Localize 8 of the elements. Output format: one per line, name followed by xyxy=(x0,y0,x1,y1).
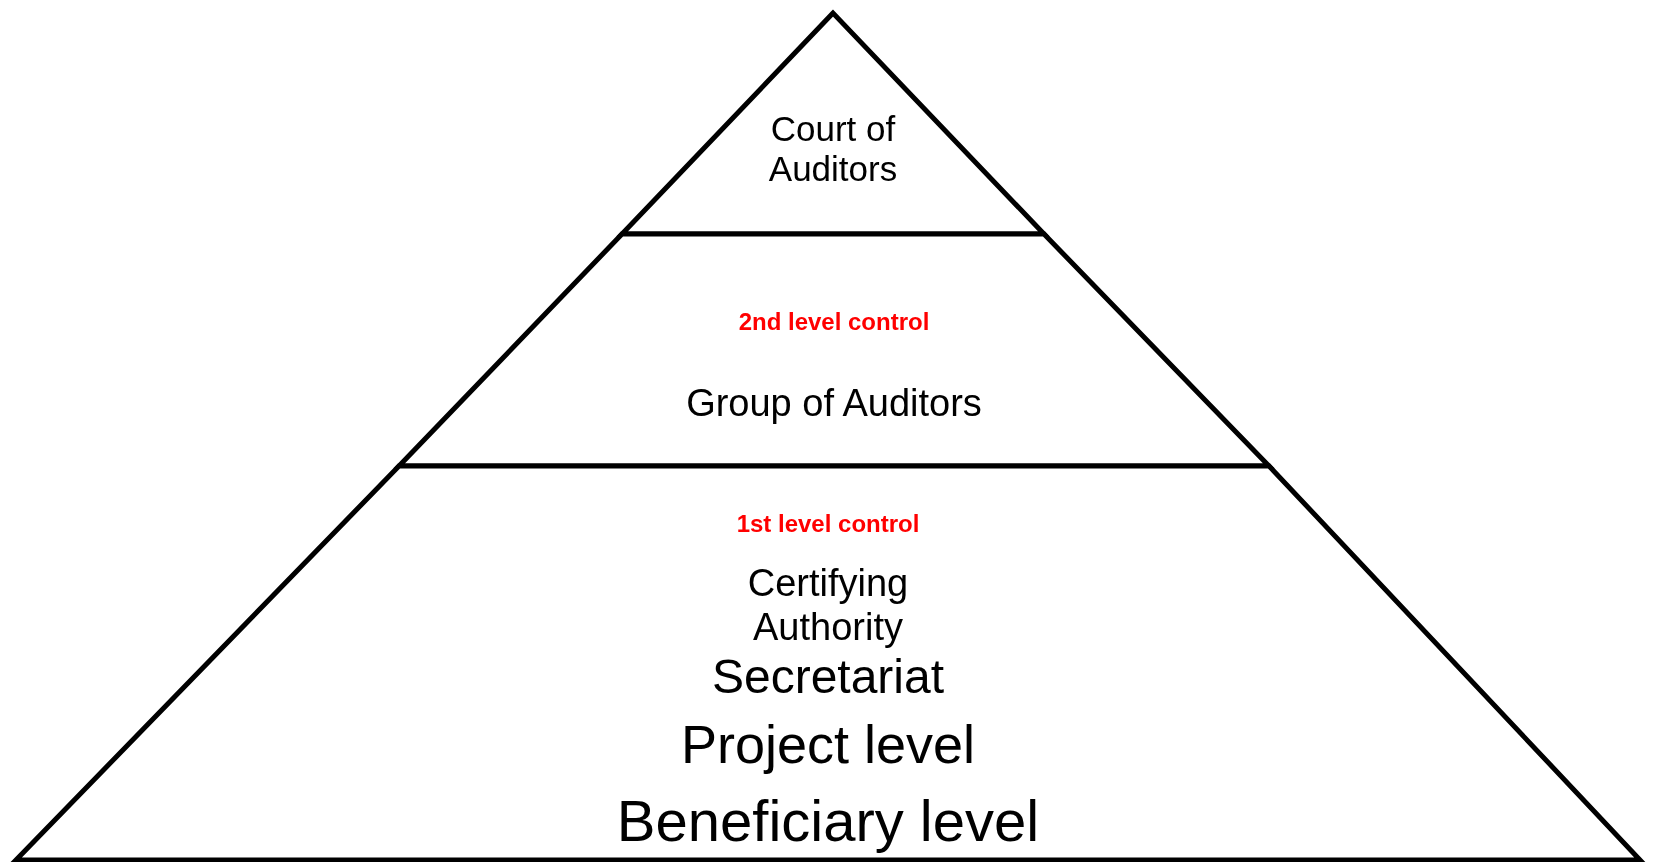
tier-label: Secretariat xyxy=(710,649,946,705)
tier-label: Project level xyxy=(679,712,977,776)
tier-label: Group of Auditors xyxy=(685,382,983,426)
tier-label: Certifying Authority xyxy=(746,562,910,650)
control-level-heading: 2nd level control xyxy=(737,308,931,336)
tier-label: Beneficiary level xyxy=(615,787,1041,855)
tier-label: Court of Auditors xyxy=(767,108,899,190)
control-level-heading: 1st level control xyxy=(735,510,921,538)
